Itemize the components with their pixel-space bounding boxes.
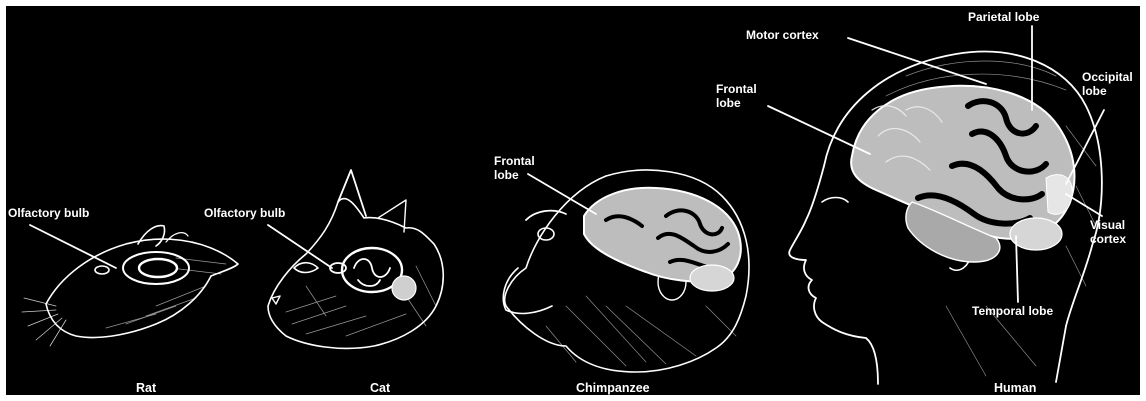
cat-cerebellum bbox=[392, 276, 416, 300]
human-motor-cortex-label: Motor cortex bbox=[746, 28, 819, 42]
human-parietal-lobe-label: Parietal lobe bbox=[968, 10, 1039, 24]
chimpanzee-cerebellum bbox=[690, 265, 734, 291]
cat-olfactory-bulb-leader bbox=[268, 225, 332, 268]
human-visual-cortex-leader bbox=[1066, 194, 1102, 216]
human-frontal-lobe-label: Frontal lobe bbox=[716, 82, 757, 110]
human-temporal-lobe-label: Temporal lobe bbox=[972, 304, 1053, 318]
cat-eye bbox=[294, 263, 318, 273]
human-visual-cortex-label: Visual cortex bbox=[1090, 218, 1126, 246]
rat-brain bbox=[139, 259, 177, 277]
rat-eye bbox=[95, 266, 109, 274]
human-caption: Human bbox=[994, 381, 1036, 395]
diagram-artwork bbox=[6, 6, 1140, 395]
rat-caption: Rat bbox=[136, 381, 156, 395]
brain-comparison-diagram: Olfactory bulb Olfactory bulb Frontal lo… bbox=[6, 6, 1140, 395]
human-eye bbox=[822, 198, 848, 203]
chimpanzee-brow bbox=[526, 211, 566, 220]
rat-whiskers bbox=[22, 298, 66, 346]
chimpanzee-frontal-lobe-label: Frontal lobe bbox=[494, 154, 535, 182]
cat-ear-far bbox=[378, 200, 406, 232]
cat-olfactory-bulb-label: Olfactory bulb bbox=[204, 206, 285, 220]
human-motor-cortex-leader bbox=[848, 38, 986, 84]
cat-illustration bbox=[268, 170, 443, 348]
rat-olfactory-bulb-label: Olfactory bulb bbox=[8, 206, 89, 220]
cat-caption: Cat bbox=[370, 381, 390, 395]
rat-illustration bbox=[22, 225, 238, 346]
chimpanzee-caption: Chimpanzee bbox=[576, 381, 650, 395]
chimpanzee-muzzle bbox=[503, 268, 552, 313]
human-frontal-lobe-leader bbox=[768, 106, 870, 154]
cat-ear bbox=[338, 170, 366, 216]
human-face-profile bbox=[789, 166, 878, 384]
chimpanzee-fur-strokes bbox=[546, 296, 736, 366]
chimpanzee-eye bbox=[538, 228, 554, 240]
human-cerebellum bbox=[1010, 218, 1062, 250]
human-occipital-lobe-label: Occipital lobe bbox=[1082, 70, 1133, 98]
rat-olfactory-bulb-leader bbox=[30, 225, 116, 268]
rat-ear bbox=[138, 226, 165, 246]
cat-nose bbox=[272, 296, 280, 304]
chimpanzee-illustration bbox=[503, 170, 749, 372]
human-illustration bbox=[768, 26, 1104, 384]
